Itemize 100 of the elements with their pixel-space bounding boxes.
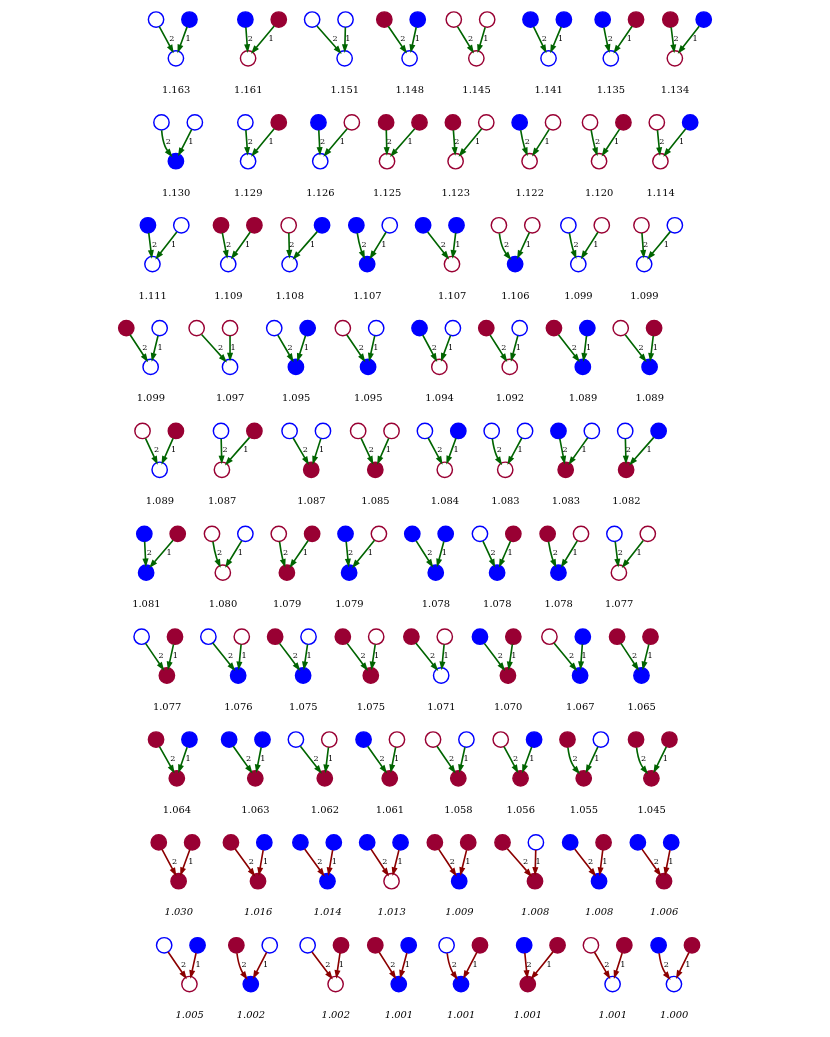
arrow xyxy=(640,232,647,259)
node-circle xyxy=(151,319,169,337)
edge-label: 2 xyxy=(282,547,289,558)
node-circle xyxy=(343,114,361,131)
node-circle xyxy=(541,628,558,646)
node-circle xyxy=(437,525,455,543)
node-circle xyxy=(186,114,204,131)
node-circle xyxy=(147,731,165,748)
node-circle xyxy=(449,769,467,787)
node-circle xyxy=(695,11,713,28)
edge-label: 2 xyxy=(247,135,253,146)
edge-label: 2 xyxy=(632,650,638,661)
edge-label: 2 xyxy=(400,32,406,43)
arrow xyxy=(299,745,322,774)
node-circle xyxy=(635,255,653,273)
node-circle xyxy=(615,114,632,131)
arrow xyxy=(560,540,579,568)
arrow xyxy=(352,539,376,569)
arrow xyxy=(230,231,252,260)
arrow xyxy=(573,848,597,877)
edge-label: 2 xyxy=(496,444,502,455)
node-circle xyxy=(615,936,633,954)
node-circle xyxy=(515,936,533,954)
arrow xyxy=(590,129,598,157)
node-circle xyxy=(169,525,187,543)
arrow xyxy=(482,540,496,568)
node-circle xyxy=(383,422,400,440)
arrow xyxy=(477,26,486,54)
arrow xyxy=(614,540,621,568)
edge-label: 1 xyxy=(581,650,587,661)
edge-label: 1 xyxy=(593,238,599,249)
node-circle xyxy=(424,731,442,748)
edge-label: 2 xyxy=(595,135,601,146)
node-circle xyxy=(610,564,628,581)
node-label: 1.016 xyxy=(244,905,273,917)
edge-label: 1 xyxy=(268,32,274,43)
edge-label: 2 xyxy=(226,238,232,249)
node-circle xyxy=(117,319,135,337)
node-circle xyxy=(170,872,187,890)
node-label: 1.077 xyxy=(604,598,634,610)
edge-label: 1 xyxy=(685,958,691,969)
edge-label: 2 xyxy=(467,32,474,43)
node-circle xyxy=(499,667,517,684)
arrow xyxy=(277,334,294,363)
edge-label: 2 xyxy=(552,547,558,558)
arrow xyxy=(414,642,439,672)
arrow xyxy=(426,231,450,260)
node-label: 1.067 xyxy=(566,701,595,713)
arrow xyxy=(296,335,307,362)
node-circle xyxy=(167,422,185,440)
node-circle xyxy=(237,11,254,28)
arrow xyxy=(581,335,588,362)
edge-label: 1 xyxy=(535,855,541,866)
node-circle xyxy=(527,834,545,851)
edge-label: 2 xyxy=(501,341,507,352)
arrow xyxy=(160,129,173,158)
node-circle xyxy=(436,461,454,479)
arrow xyxy=(346,642,368,671)
edge-label: 2 xyxy=(287,341,293,352)
edge-label: 1 xyxy=(245,238,251,249)
node-circle xyxy=(409,11,427,28)
arrow xyxy=(344,540,351,568)
node-label: 1.079 xyxy=(272,598,302,610)
node-circle xyxy=(616,422,634,440)
node-circle xyxy=(181,731,198,748)
node-circle xyxy=(639,525,657,543)
node-circle xyxy=(153,114,170,131)
edge-label: 1 xyxy=(263,958,269,969)
node-circle xyxy=(683,936,701,954)
edge-label: 2 xyxy=(180,958,187,969)
arrow xyxy=(278,642,301,671)
arrow xyxy=(158,745,175,774)
arrow xyxy=(212,540,221,568)
node-circle xyxy=(183,834,201,851)
node-label: 1.129 xyxy=(234,186,263,198)
edge-label: 2 xyxy=(653,855,659,866)
node-circle xyxy=(681,114,699,131)
edge-label: 2 xyxy=(562,444,568,455)
node-circle xyxy=(327,975,344,993)
edge-label: 2 xyxy=(638,341,644,352)
edge-label: 2 xyxy=(573,238,579,249)
node-circle xyxy=(583,422,601,440)
node-label: 1.095 xyxy=(354,392,383,404)
edge-label: 2 xyxy=(386,135,392,146)
node-circle xyxy=(392,834,409,851)
node-circle xyxy=(427,564,445,581)
edge-label: 1 xyxy=(195,958,201,969)
node-circle xyxy=(337,525,354,543)
edge-label: 1 xyxy=(594,752,600,763)
edge-label: 2 xyxy=(217,547,223,558)
arrow xyxy=(656,129,663,156)
node-label: 1.045 xyxy=(637,803,666,815)
edge-label: 2 xyxy=(360,650,366,661)
node-label: 1.084 xyxy=(430,495,460,507)
edge-label: 2 xyxy=(522,855,529,866)
node-circle xyxy=(134,422,151,440)
arrow xyxy=(415,540,434,568)
node-circle xyxy=(467,49,485,67)
node-circle xyxy=(450,872,468,890)
node-circle xyxy=(617,461,635,479)
